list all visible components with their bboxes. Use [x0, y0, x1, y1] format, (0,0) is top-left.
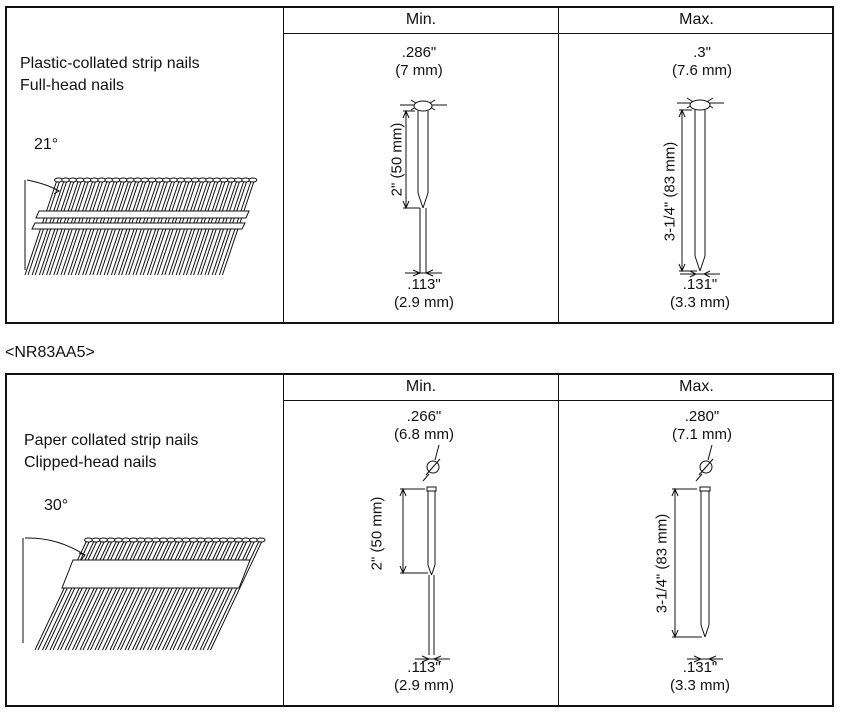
header-min: Min. — [405, 378, 437, 395]
header-divider — [283, 33, 832, 34]
collation-angle-label: 30° — [44, 497, 69, 514]
nail-spec-table-full-head: Min. Max. Plastic-collated strip nails F… — [5, 6, 834, 324]
shank-diameter-max: .131" (3.3 mm) — [660, 659, 740, 695]
shank-diameter-mm: (2.9 mm) — [394, 677, 454, 694]
shank-diameter-max: .131" (3.3 mm) — [660, 276, 740, 312]
head-diameter-inch: .280" — [684, 408, 720, 425]
shank-diameter-min: .113" (2.9 mm) — [384, 659, 464, 695]
head-diameter-inch: .286" — [401, 44, 437, 61]
nail-drawing-full-head-max — [677, 97, 724, 278]
header-max: Max. — [679, 378, 714, 395]
shank-diameter-mm: (3.3 mm) — [670, 294, 730, 311]
nail-description: Paper collated strip nails Clipped-head … — [24, 430, 198, 474]
shank-diameter-inch: .131" — [682, 276, 718, 293]
nail-strip-illustration — [24, 177, 258, 276]
head-diameter-min: .266" (6.8 mm) — [384, 408, 464, 444]
head-diameter-mm: (6.8 mm) — [394, 426, 454, 443]
nail-spec-table-clipped-head: Min. Max. Paper collated strip nails Cli… — [5, 373, 834, 707]
shank-diameter-inch: .113" — [407, 659, 441, 676]
head-diameter-inch: .3" — [693, 44, 711, 61]
column-divider — [558, 375, 559, 705]
nail-description: Plastic-collated strip nails Full-head n… — [20, 53, 200, 97]
shank-diameter-inch: .113" — [407, 276, 441, 293]
shank-diameter-mm: (3.3 mm) — [670, 677, 730, 694]
head-diameter-mm: (7 mm) — [395, 62, 443, 79]
nail-length-max: 3-1/4" (83 mm) — [653, 513, 671, 614]
header-divider — [283, 400, 832, 401]
head-diameter-max: .280" (7.1 mm) — [662, 408, 742, 444]
header-max: Max. — [679, 11, 714, 28]
shank-diameter-inch: .131" — [682, 659, 718, 676]
shank-diameter-min: .113" (2.9 mm) — [384, 276, 464, 312]
head-type: Full-head nails — [20, 77, 125, 94]
nail-drawing-clipped-head-max — [671, 444, 723, 663]
column-divider — [283, 375, 284, 705]
head-type: Clipped-head nails — [24, 454, 157, 471]
model-number-label: <NR83AA5> — [5, 344, 95, 361]
header-min: Min. — [405, 11, 437, 28]
column-divider — [558, 8, 559, 322]
head-diameter-min: .286" (7 mm) — [384, 44, 454, 80]
collation-type: Plastic-collated strip nails — [20, 55, 200, 72]
collation-type: Paper collated strip nails — [24, 432, 199, 449]
head-diameter-mm: (7.6 mm) — [672, 62, 732, 79]
shank-diameter-mm: (2.9 mm) — [394, 294, 454, 311]
head-diameter-max: .3" (7.6 mm) — [662, 44, 742, 80]
nail-strip-illustration — [22, 537, 266, 651]
nail-drawing-full-head-min — [400, 99, 447, 277]
nail-length-max: 3-1/4" (83 mm) — [661, 141, 679, 242]
column-divider — [283, 8, 284, 322]
head-diameter-inch: .266" — [406, 408, 442, 425]
head-diameter-mm: (7.1 mm) — [672, 426, 732, 443]
nail-drawing-clipped-head-min — [399, 444, 450, 663]
collation-angle-label: 21° — [34, 136, 59, 153]
